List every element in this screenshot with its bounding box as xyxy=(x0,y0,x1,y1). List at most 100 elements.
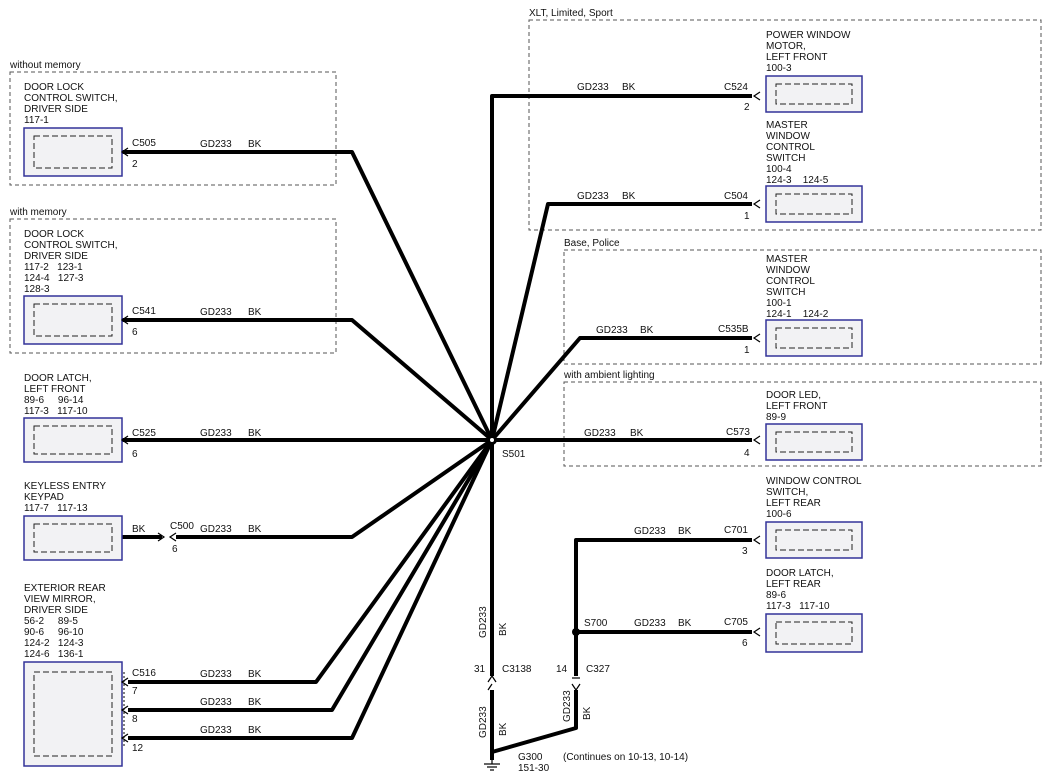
c524-pin: 2 xyxy=(744,102,750,113)
c516-pin-12: 12 xyxy=(132,743,144,754)
door-lock-switch-memory-box xyxy=(23,295,123,345)
c504-name: C504 xyxy=(724,191,748,202)
c327-arrow-icon xyxy=(571,683,581,692)
wire-label-circuit: GD233 xyxy=(200,725,232,736)
wire-label-circuit: GD233 xyxy=(200,139,232,150)
c541-name: C541 xyxy=(132,306,156,317)
power-window-label: POWER WINDOW MOTOR, LEFT FRONT 100-3 xyxy=(766,30,853,74)
wire-label-circuit: GD233 xyxy=(596,325,628,336)
c505-name: C505 xyxy=(132,138,156,149)
wire-c327-to-g300 xyxy=(491,690,578,754)
region-label-ambient: with ambient lighting xyxy=(563,370,655,381)
ground-name: G300 xyxy=(518,752,543,763)
wire-labels: GD233 BK GD233 BK GD233 BK GD233 BK GD23… xyxy=(200,82,692,738)
wire-label-circuit: GD233 xyxy=(577,191,609,202)
wire-c500 xyxy=(176,438,494,539)
master-xlt-label: MASTER WINDOW CONTROL SWITCH 100-4 124-3… xyxy=(766,120,829,186)
c701-arrow-icon xyxy=(752,535,761,545)
ground-icon xyxy=(484,760,500,771)
wire-label-circuit: GD233 xyxy=(200,669,232,680)
door-latch-lr-box xyxy=(765,613,863,653)
master-window-switch-base-box xyxy=(765,319,863,357)
wire-label-color: BK xyxy=(640,325,654,336)
splice-s700-dot xyxy=(572,628,580,636)
c516-pin-8: 8 xyxy=(132,714,138,725)
c525-name: C525 xyxy=(132,428,156,439)
wire-label-color-vertical: BK xyxy=(498,722,509,736)
c500-pin: 6 xyxy=(172,544,178,555)
wire-label-color-vertical: BK xyxy=(498,622,509,636)
wire-label-circuit: GD233 xyxy=(584,428,616,439)
splice-s700-label: S700 xyxy=(584,618,608,629)
power-window-motor-box xyxy=(765,75,863,113)
door-led-box xyxy=(765,423,863,461)
ground-ref: 151-30 xyxy=(518,763,550,774)
c573-name: C573 xyxy=(726,427,750,438)
wire-s700-branch xyxy=(574,538,752,634)
wire-c524 xyxy=(490,94,752,440)
master-window-switch-xlt-box xyxy=(765,185,863,223)
continues-note: (Continues on 10-13, 10-14) xyxy=(563,752,688,763)
c3138-arrow-icon xyxy=(487,674,497,683)
wire-c504 xyxy=(490,202,752,441)
wire-c516-12 xyxy=(128,439,494,740)
wire-label-color: BK xyxy=(248,697,262,708)
wire-label-circuit: GD233 xyxy=(634,618,666,629)
wire-label-circuit: GD233 xyxy=(634,526,666,537)
door-lock-switch-no-memory-box xyxy=(23,127,123,177)
region-without-memory xyxy=(9,71,337,186)
wire-label-circuit-vertical: GD233 xyxy=(562,690,573,722)
region-xlt-limited-sport xyxy=(528,19,1042,231)
wire-label-circuit-vertical: GD233 xyxy=(478,606,489,638)
connector-labels: C505 2 C541 6 C525 6 BK C500 6 C516 7 8 … xyxy=(132,82,750,754)
wire-label-color: BK xyxy=(248,524,262,535)
c327-pin: 14 xyxy=(556,664,568,675)
wire-bundle xyxy=(122,94,752,760)
c3138-pin: 31 xyxy=(474,664,486,675)
component-labels: DOOR LOCK CONTROL SWITCH, DRIVER SIDE 11… xyxy=(24,30,862,660)
wire-c541 xyxy=(122,318,494,442)
c516-7-arrow-icon xyxy=(120,677,129,687)
c516-pin-7: 7 xyxy=(132,686,138,697)
splice-s501-label: S501 xyxy=(502,449,526,460)
c573-pin: 4 xyxy=(744,448,750,459)
wire-label-circuit: GD233 xyxy=(200,428,232,439)
door-latch-lr-label: DOOR LATCH, LEFT REAR 89-6 117-3 117-10 xyxy=(766,568,836,612)
keyless-label: KEYLESS ENTRY KEYPAD 117-7 117-13 xyxy=(24,481,109,514)
wire-label-color: BK xyxy=(248,428,262,439)
door-latch-lf-label: DOOR LATCH, LEFT FRONT 89-6 96-14 117-3 … xyxy=(24,373,94,417)
wire-c505 xyxy=(122,150,494,441)
c3138-name: C3138 xyxy=(502,664,532,675)
wire-c516-7 xyxy=(128,438,494,684)
keyless-keypad-box xyxy=(23,515,123,561)
wire-label-color: BK xyxy=(678,526,692,537)
c500-arrow-out-icon xyxy=(168,532,177,542)
wire-label-color: BK xyxy=(248,307,262,318)
c516-8-arrow-icon xyxy=(120,705,129,715)
wire-label-color: BK xyxy=(248,139,262,150)
wire-label-color-vertical: BK xyxy=(582,706,593,720)
door-latch-lf-box xyxy=(23,417,123,463)
c504-arrow-icon xyxy=(752,199,761,209)
wire-label-color: BK xyxy=(630,428,644,439)
window-switch-lr-box xyxy=(765,521,863,559)
region-ambient-lighting xyxy=(563,381,1042,467)
c573-arrow-icon xyxy=(752,435,761,445)
c701-pin: 3 xyxy=(742,546,748,557)
wire-label-color: BK xyxy=(248,725,262,736)
c505-pin: 2 xyxy=(132,159,138,170)
region-label-xlt: XLT, Limited, Sport xyxy=(529,8,613,19)
c525-pin: 6 xyxy=(132,449,138,460)
c524-name: C524 xyxy=(724,82,748,93)
keyless-wire-color: BK xyxy=(132,524,146,535)
c541-pin: 6 xyxy=(132,327,138,338)
region-base-police xyxy=(563,249,1042,365)
c505-arrow-icon xyxy=(120,147,129,157)
master-base-label: MASTER WINDOW CONTROL SWITCH 100-1 124-1… xyxy=(766,254,829,320)
wire-label-circuit: GD233 xyxy=(577,82,609,93)
wire-label-color: BK xyxy=(678,618,692,629)
c516-12-arrow-icon xyxy=(120,733,129,743)
c541-arrow-icon xyxy=(120,315,129,325)
wire-c535b xyxy=(490,336,752,442)
